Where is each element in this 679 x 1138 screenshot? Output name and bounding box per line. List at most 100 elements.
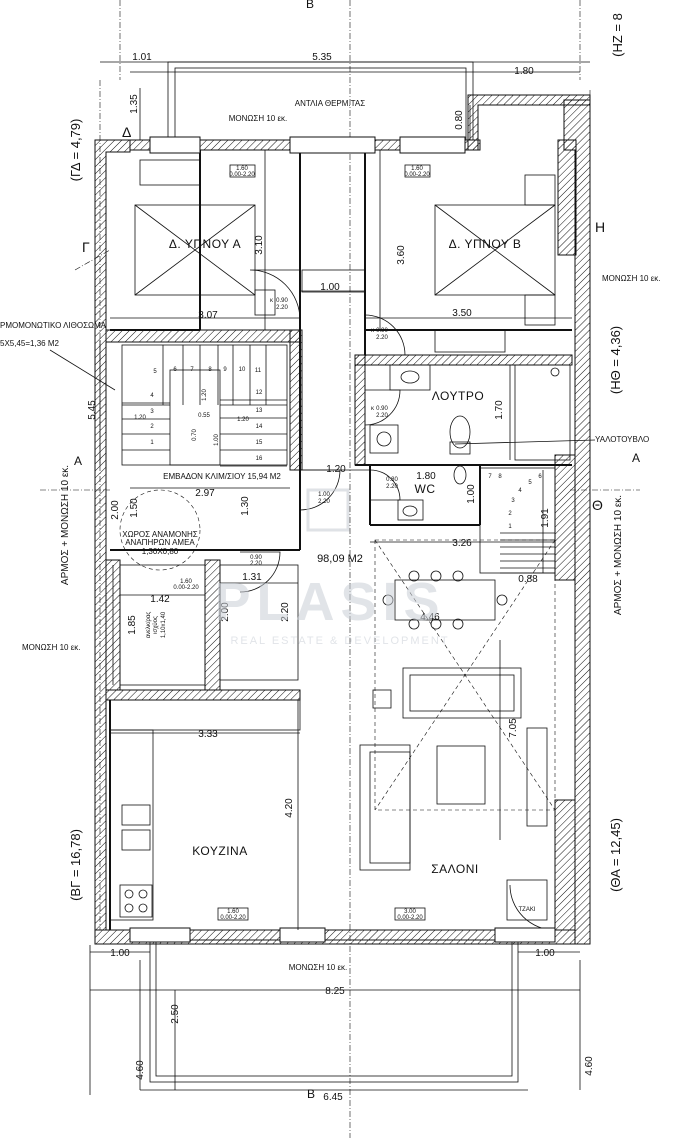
dimension-labels: 1.01 5.35 1.80 1.35 0.80 3.10 3.60 1.00 …: [87, 52, 595, 1103]
dim-5-45: 5.45: [87, 400, 98, 420]
lift-door-tag: 1.60: [180, 579, 192, 585]
dim-1-20-c: 1.20: [326, 464, 346, 475]
dim-1-42: 1.42: [150, 594, 170, 605]
win-tag-kitchen: 1.60: [227, 909, 239, 915]
stair-step-number: 1: [150, 440, 154, 446]
door-tag-main2: 2.20: [318, 499, 330, 505]
dim-3-50: 3.50: [452, 308, 472, 319]
windows: [129, 136, 577, 943]
insulation-bottom-label: ΜΟΝΩΣΗ 10 εκ.: [289, 963, 348, 972]
secondary-stair-step-number: 7: [488, 474, 492, 480]
dim-1-01: 1.01: [132, 52, 152, 63]
dim-1-00-d: 1.00: [535, 948, 555, 959]
secondary-stair-step-number: 4: [518, 488, 522, 494]
watermark: PLASIS REAL ESTATE & DEVELOPMENT: [214, 488, 448, 647]
section-a-right: Α: [632, 451, 640, 465]
corner-delta: Δ: [122, 124, 131, 140]
dim-3-10: 3.10: [254, 235, 265, 255]
stair-step-number: 10: [239, 367, 246, 373]
insulation-top-label: ΜΟΝΩΣΗ 10 εκ.: [229, 114, 288, 123]
dimension-lines: [89, 61, 590, 1095]
stair-tag-2: 1.20: [202, 389, 208, 401]
bathroom-fixtures: [369, 364, 571, 521]
bedroom-a-furniture: [134, 159, 276, 316]
dim-1-50: 1.50: [129, 498, 140, 518]
insulation-right-label: ΜΟΝΩΣΗ 10 εκ.: [602, 274, 661, 283]
stair-step-number: 12: [256, 390, 263, 396]
win-tag-a: 1.60: [236, 166, 248, 172]
win-tag-living: 3.00: [404, 909, 416, 915]
stair-step-number: 5: [153, 369, 157, 375]
dim-3-26: 3.26: [452, 538, 472, 549]
refuge-label-1: ΧΩΡΟΣ ΑΝΑΜΟΝΗΣ: [122, 530, 197, 539]
dim-3-60: 3.60: [396, 245, 407, 265]
joint-insulation-right-label: ΑΡΜΟΣ + ΜΟΝΩΣΗ 10 εκ.: [613, 495, 624, 615]
kitchen-counters: [109, 699, 301, 921]
dim-1-00: 1.00: [320, 282, 340, 293]
door-tag-k2: κ: [371, 328, 375, 334]
lift-label-3: 1,10x1,40: [161, 611, 167, 638]
side-label-gd: (ΓΔ = 4,79): [68, 119, 83, 182]
stair-step-number: 9: [223, 367, 227, 373]
side-label-ta: (ΘΑ = 12,45): [608, 818, 623, 892]
dim-2-97: 2.97: [195, 488, 215, 499]
dim-1-31: 1.31: [242, 572, 262, 583]
win-tag-b: 1.60: [411, 166, 423, 172]
stair-tag-1: 0.70: [192, 429, 198, 441]
stair-step-number: 11: [255, 368, 262, 374]
stair-step-number: 16: [256, 456, 263, 462]
corner-eta: Η: [595, 219, 605, 235]
bedroom-a-label: Δ. ΥΠΝΟΥ Α: [169, 237, 241, 251]
dim-8-25: 8.25: [325, 986, 345, 997]
stair-step-number: 6: [173, 367, 177, 373]
fireplace-label: ΤΖΑΚΙ: [518, 907, 535, 913]
glass-block-label: ΥΑΛΟΤΟΥΒΛΟ: [595, 435, 649, 444]
kitchen-label: ΚΟΥΖΙΝΑ: [192, 844, 247, 858]
ceiling-dashed-lines: [119, 489, 556, 811]
dim-4-60-a: 4.60: [135, 1060, 146, 1080]
exterior-walls: [94, 94, 591, 945]
dim-0-88: 0.88: [518, 574, 538, 585]
win-tag-a2: 0.00-2.20: [229, 172, 255, 178]
dim-1-00-c: 1.00: [110, 948, 130, 959]
side-label-bg: (ΒΓ = 16,78): [68, 829, 83, 901]
bathroom-label: ΛΟΥΤΡΟ: [432, 389, 484, 403]
watermark-name: PLASIS: [214, 572, 445, 632]
main-staircase: [121, 344, 288, 466]
dim-2-20: 2.20: [280, 602, 291, 622]
secondary-stair-step-number: 3: [511, 498, 515, 504]
dim-1-70: 1.70: [494, 400, 505, 420]
dim-5-35: 5.35: [312, 52, 332, 63]
bottom-balcony: [149, 939, 519, 1083]
secondary-stair-step-number: 5: [528, 480, 532, 486]
door-tag-labels: 0.90 2.20 κ 0.90 2.20 κ 0.90 2.20 κ 0.80…: [173, 166, 430, 921]
stair-step-number: 4: [150, 393, 154, 399]
dim-4-60-b: 4.60: [584, 1056, 595, 1076]
door-tag-k1: κ: [270, 298, 274, 304]
dim-4-46: 4.46: [420, 612, 440, 623]
stone-wall-label-2: 5Χ5,45=1,36 Μ2: [0, 339, 59, 348]
door-tag-wc: 0.80: [386, 477, 398, 483]
secondary-stair-step-number: 2: [508, 511, 512, 517]
bedroom-b-furniture: [434, 174, 556, 353]
section-a-left: Α: [74, 454, 82, 468]
stair-step-number: 2: [150, 424, 154, 430]
opening-tags: [217, 164, 431, 921]
stair-step-number: 8: [208, 367, 212, 373]
insulation-left-label: ΜΟΝΩΣΗ 10 εκ.: [22, 643, 81, 652]
dim-4-20: 4.20: [284, 798, 295, 818]
door-tag-c2: 2.20: [376, 413, 388, 419]
lift-label-2: ισχύος: [153, 616, 159, 634]
secondary-stair-step-number: 8: [498, 474, 502, 480]
dim-1-80: 1.80: [514, 66, 534, 77]
stair-tag-3: 1.00: [214, 434, 220, 446]
corner-theta: Θ: [592, 497, 603, 513]
door-tag-b2: 2.20: [376, 335, 388, 341]
dim-1-00-b: 1.00: [466, 484, 477, 504]
lift-door-tag2: 0.00-2.20: [173, 585, 199, 591]
door-tag-lift2: 2.20: [250, 561, 262, 567]
living-room-furniture: [359, 570, 548, 921]
stair-step-number: 13: [256, 408, 263, 414]
